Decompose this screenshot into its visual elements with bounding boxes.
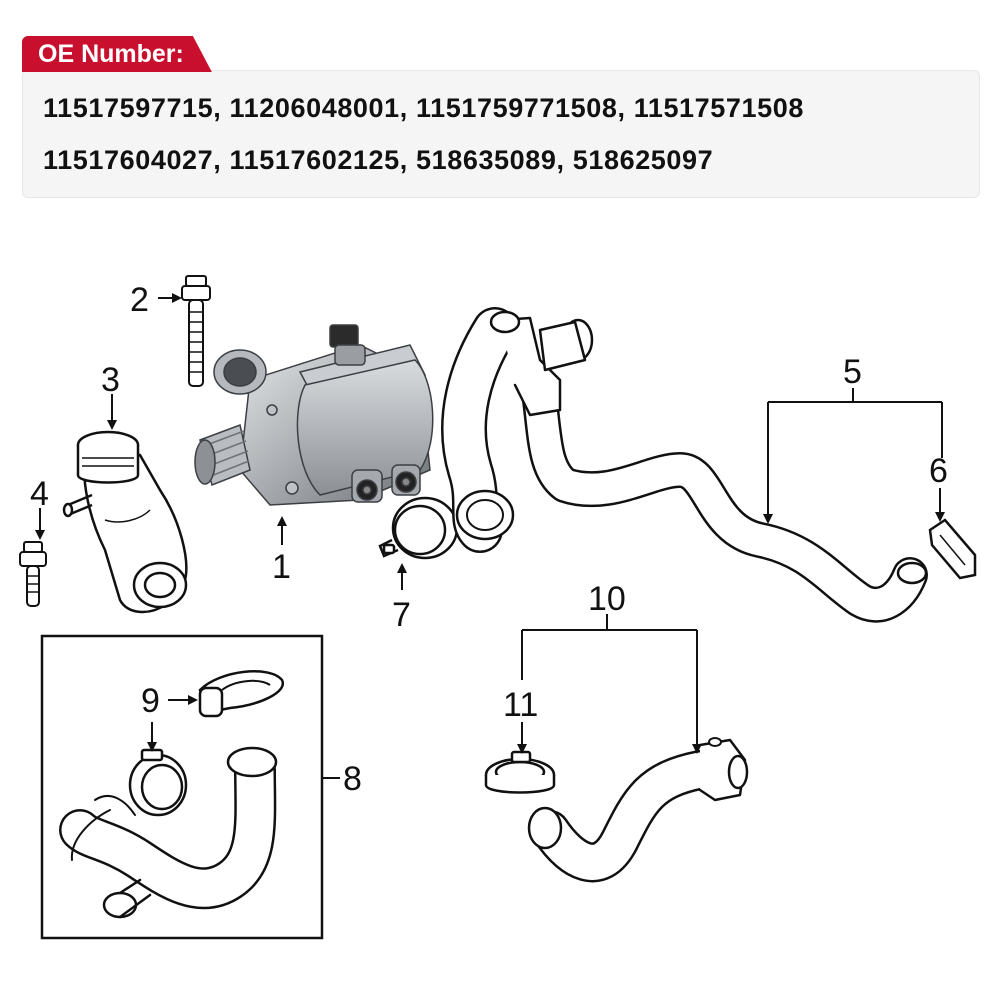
coolant-hose-part-10 <box>527 737 749 883</box>
hose-clamp-part-11 <box>484 750 556 794</box>
oe-numbers-line-1: 11517597715, 11206048001, 1151759771508,… <box>43 93 804 123</box>
callout-10: 10 <box>588 580 626 618</box>
callout-6: 6 <box>929 452 948 490</box>
bracket-10 <box>522 614 698 752</box>
callout-9: 9 <box>141 682 160 720</box>
callout-7: 7 <box>392 596 411 634</box>
coolant-hose-part-5 <box>441 307 928 623</box>
oe-number-panel <box>22 70 980 198</box>
callout-2: 2 <box>130 281 149 319</box>
oe-numbers-line-2: 11517604027, 11517602125, 518635089, 518… <box>43 145 714 175</box>
clip-part-6 <box>928 518 977 580</box>
callout-8: 8 <box>343 760 362 798</box>
bolt-part-2 <box>181 275 211 387</box>
thermostat-housing-part-3 <box>62 430 188 614</box>
callout-1: 1 <box>272 548 291 586</box>
hose-clamp-part-7 <box>378 496 459 560</box>
hose-clamp-in-box <box>128 748 188 817</box>
clip-part-9 <box>198 670 285 718</box>
bolt-part-4 <box>19 541 47 607</box>
water-pump-part-1 <box>194 324 434 506</box>
hose-assembly-part-8 <box>59 746 278 919</box>
bracket-5 <box>767 388 943 522</box>
callout-5: 5 <box>843 353 862 391</box>
part-8-frame <box>40 634 324 940</box>
callout-11: 11 <box>503 686 538 724</box>
callout-4: 4 <box>30 475 49 513</box>
oe-number-tab: OE Number: <box>22 36 212 72</box>
callout-3: 3 <box>101 361 120 399</box>
